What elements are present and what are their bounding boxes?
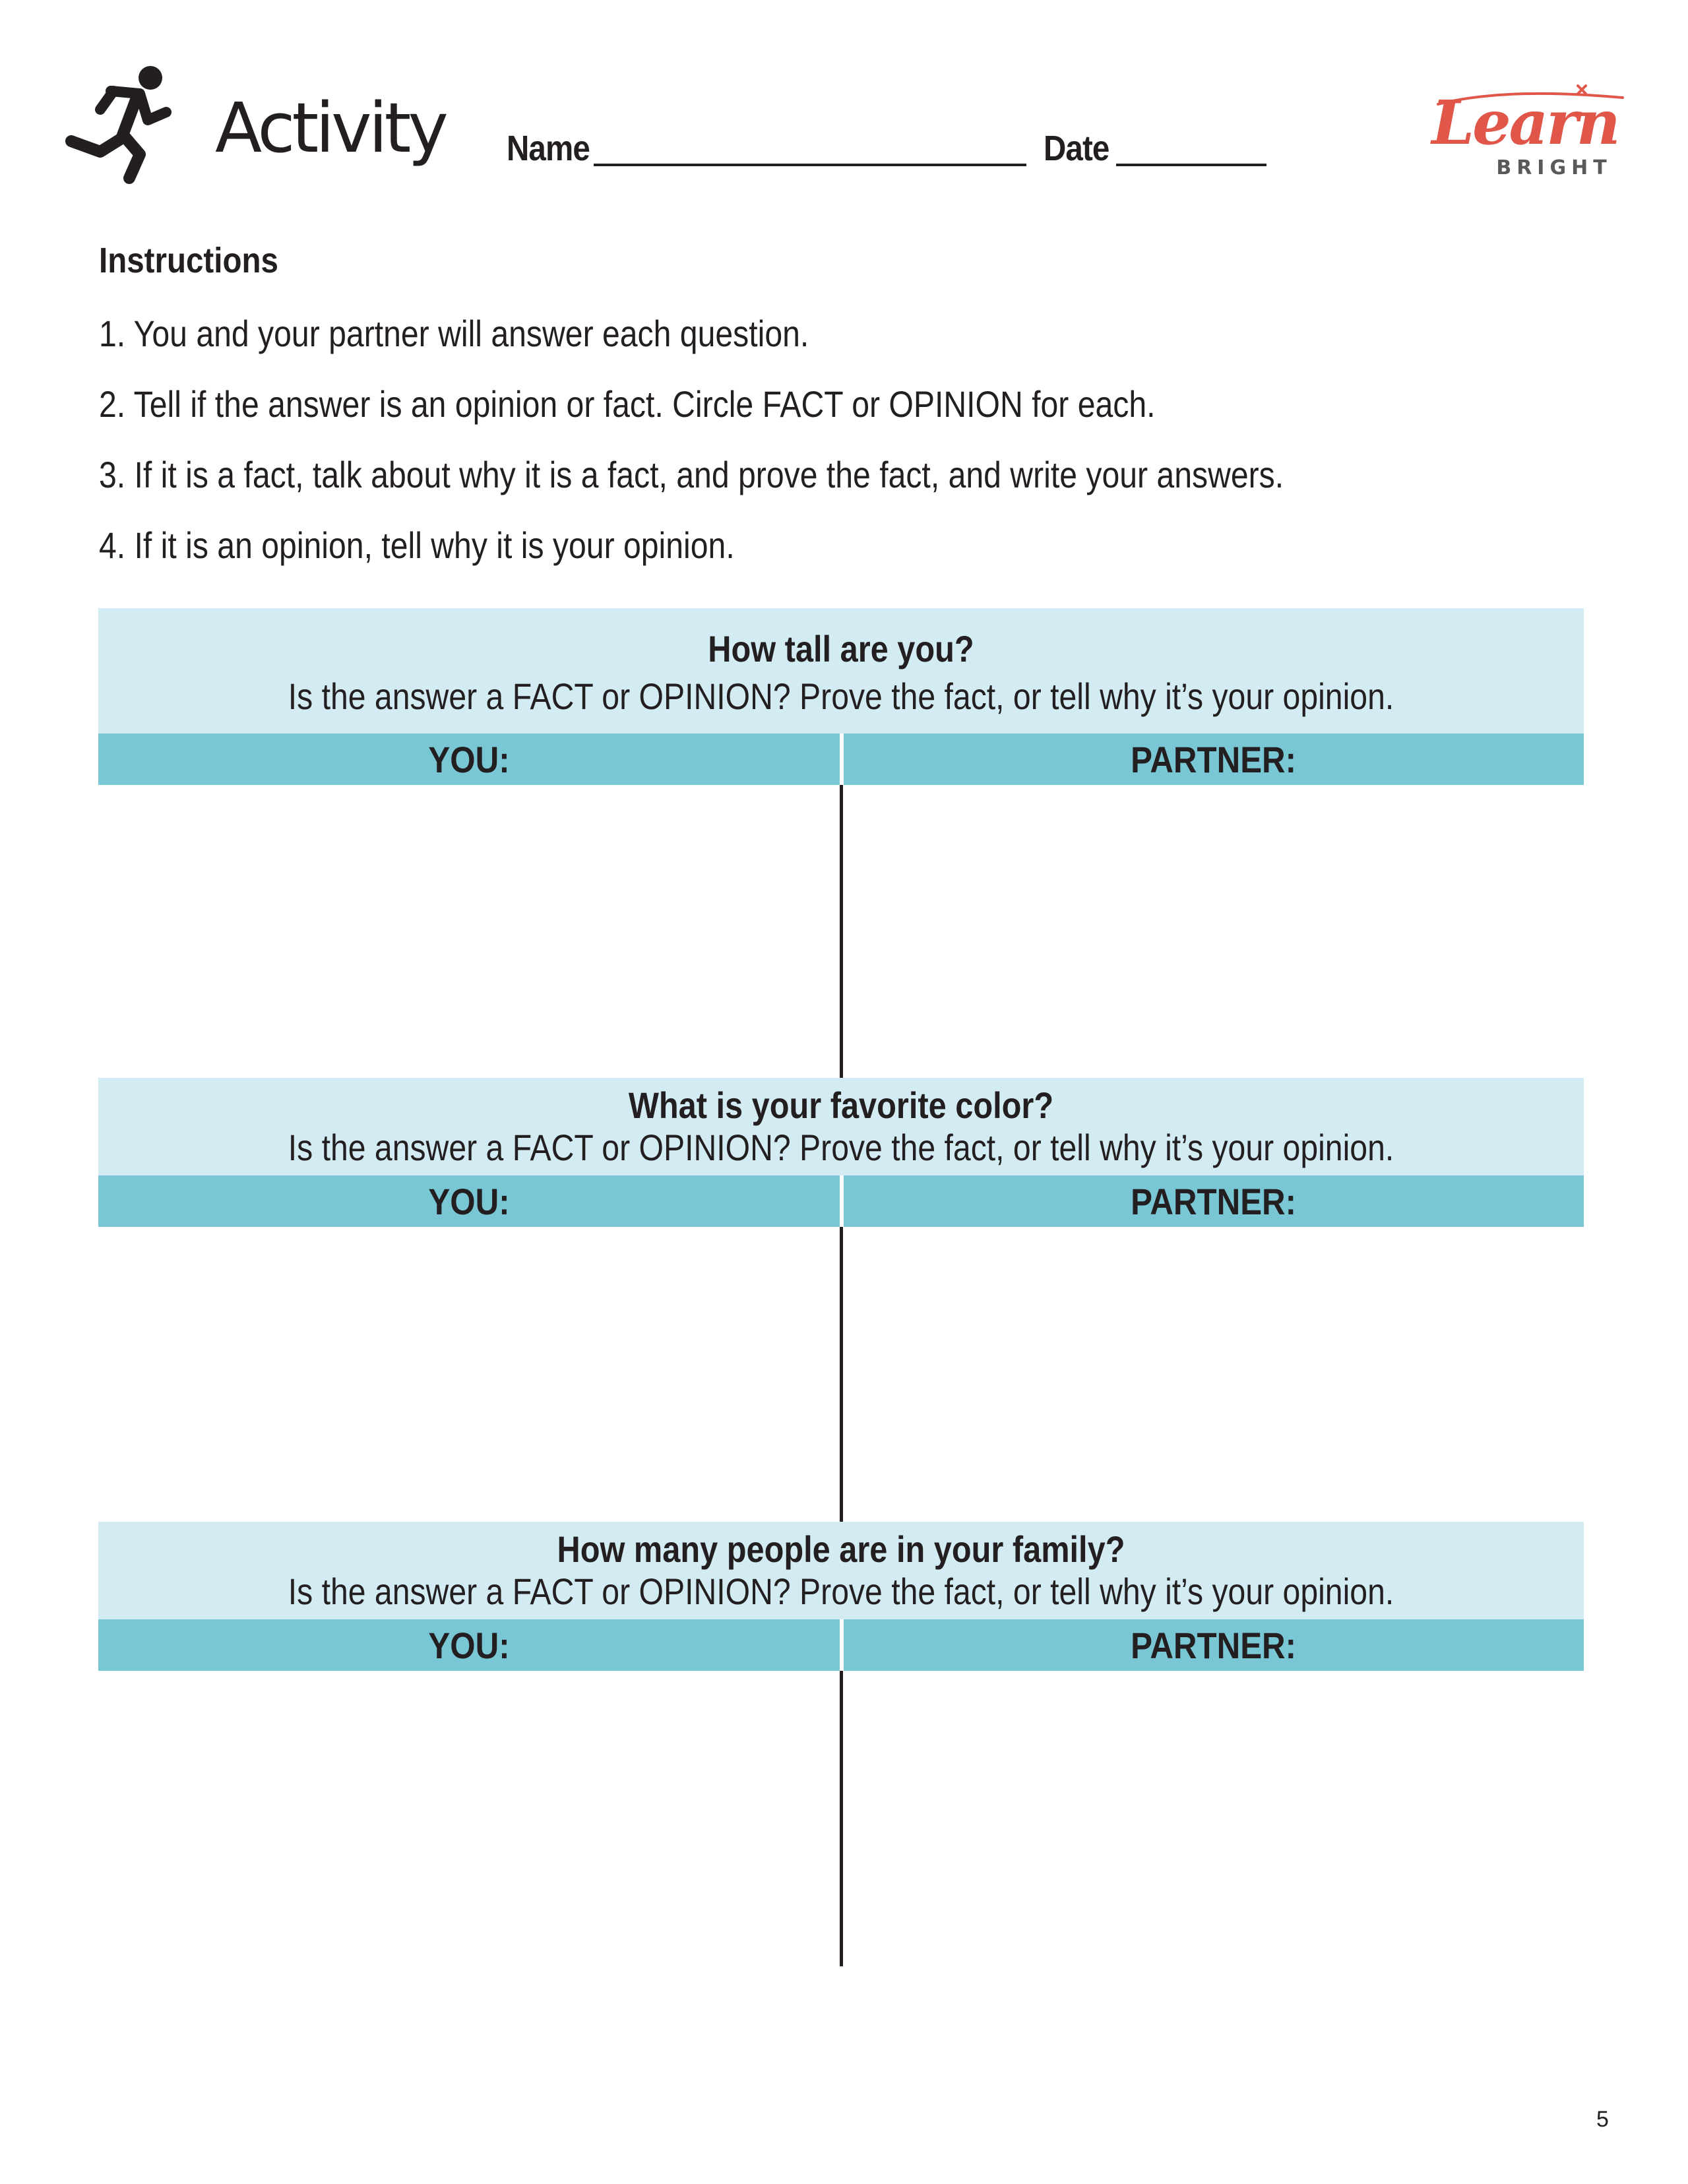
you-column-header: YOU: [98, 1619, 840, 1671]
question-block-3: How many people are in your family? Is t… [98, 1522, 1584, 1966]
partner-column-header: PARTNER: [844, 1619, 1584, 1671]
partner-label: PARTNER: [1131, 738, 1297, 780]
you-column-header: YOU: [98, 733, 840, 785]
question-block-2: What is your favorite color? Is the answ… [98, 1078, 1584, 1522]
column-divider [840, 785, 843, 1078]
partner-label: PARTNER: [1131, 1624, 1297, 1666]
question-prompt: Is the answer a FACT or OPINION? Prove t… [288, 675, 1394, 717]
question-prompt: Is the answer a FACT or OPINION? Prove t… [288, 1571, 1394, 1612]
answer-columns-header: YOU: PARTNER: [98, 733, 1584, 785]
instruction-step: 4. If it is an opinion, tell why it is y… [99, 524, 735, 566]
partner-label: PARTNER: [1131, 1180, 1297, 1222]
question-title: What is your favorite color? [628, 1084, 1054, 1126]
question-title: How tall are you? [708, 628, 974, 670]
partner-column-header: PARTNER: [844, 1175, 1584, 1227]
question-header: How tall are you? Is the answer a FACT o… [98, 608, 1584, 733]
page-number: 5 [1596, 2107, 1609, 2132]
date-field-line[interactable] [1116, 164, 1266, 166]
you-column-header: YOU: [98, 1175, 840, 1227]
name-label: Name [507, 129, 590, 168]
answer-columns-header: YOU: PARTNER: [98, 1175, 1584, 1227]
you-label: YOU: [428, 738, 510, 780]
instructions-heading: Instructions [99, 241, 278, 280]
date-label: Date [1044, 129, 1110, 168]
column-divider [840, 1671, 843, 1966]
you-label: YOU: [428, 1624, 510, 1666]
column-divider [840, 1227, 843, 1522]
question-prompt: Is the answer a FACT or OPINION? Prove t… [288, 1127, 1394, 1168]
question-header: What is your favorite color? Is the answ… [98, 1078, 1584, 1175]
instruction-step: 1. You and your partner will answer each… [99, 313, 809, 354]
partner-column-header: PARTNER: [844, 733, 1584, 785]
instruction-step: 2. Tell if the answer is an opinion or f… [99, 383, 1156, 425]
name-field-line[interactable] [594, 164, 1026, 166]
running-person-icon [65, 66, 172, 184]
question-title: How many people are in your family? [557, 1528, 1125, 1570]
svg-text:BRIGHT: BRIGHT [1496, 156, 1611, 179]
you-label: YOU: [428, 1180, 510, 1222]
activity-title: Activity [215, 88, 449, 168]
instruction-step: 3. If it is a fact, talk about why it is… [99, 454, 1284, 495]
question-header: How many people are in your family? Is t… [98, 1522, 1584, 1619]
learn-bright-logo: Learn BRIGHT [1429, 84, 1624, 179]
answer-columns-header: YOU: PARTNER: [98, 1619, 1584, 1671]
svg-text:Learn: Learn [1429, 87, 1618, 158]
question-block-1: How tall are you? Is the answer a FACT o… [98, 608, 1584, 1078]
